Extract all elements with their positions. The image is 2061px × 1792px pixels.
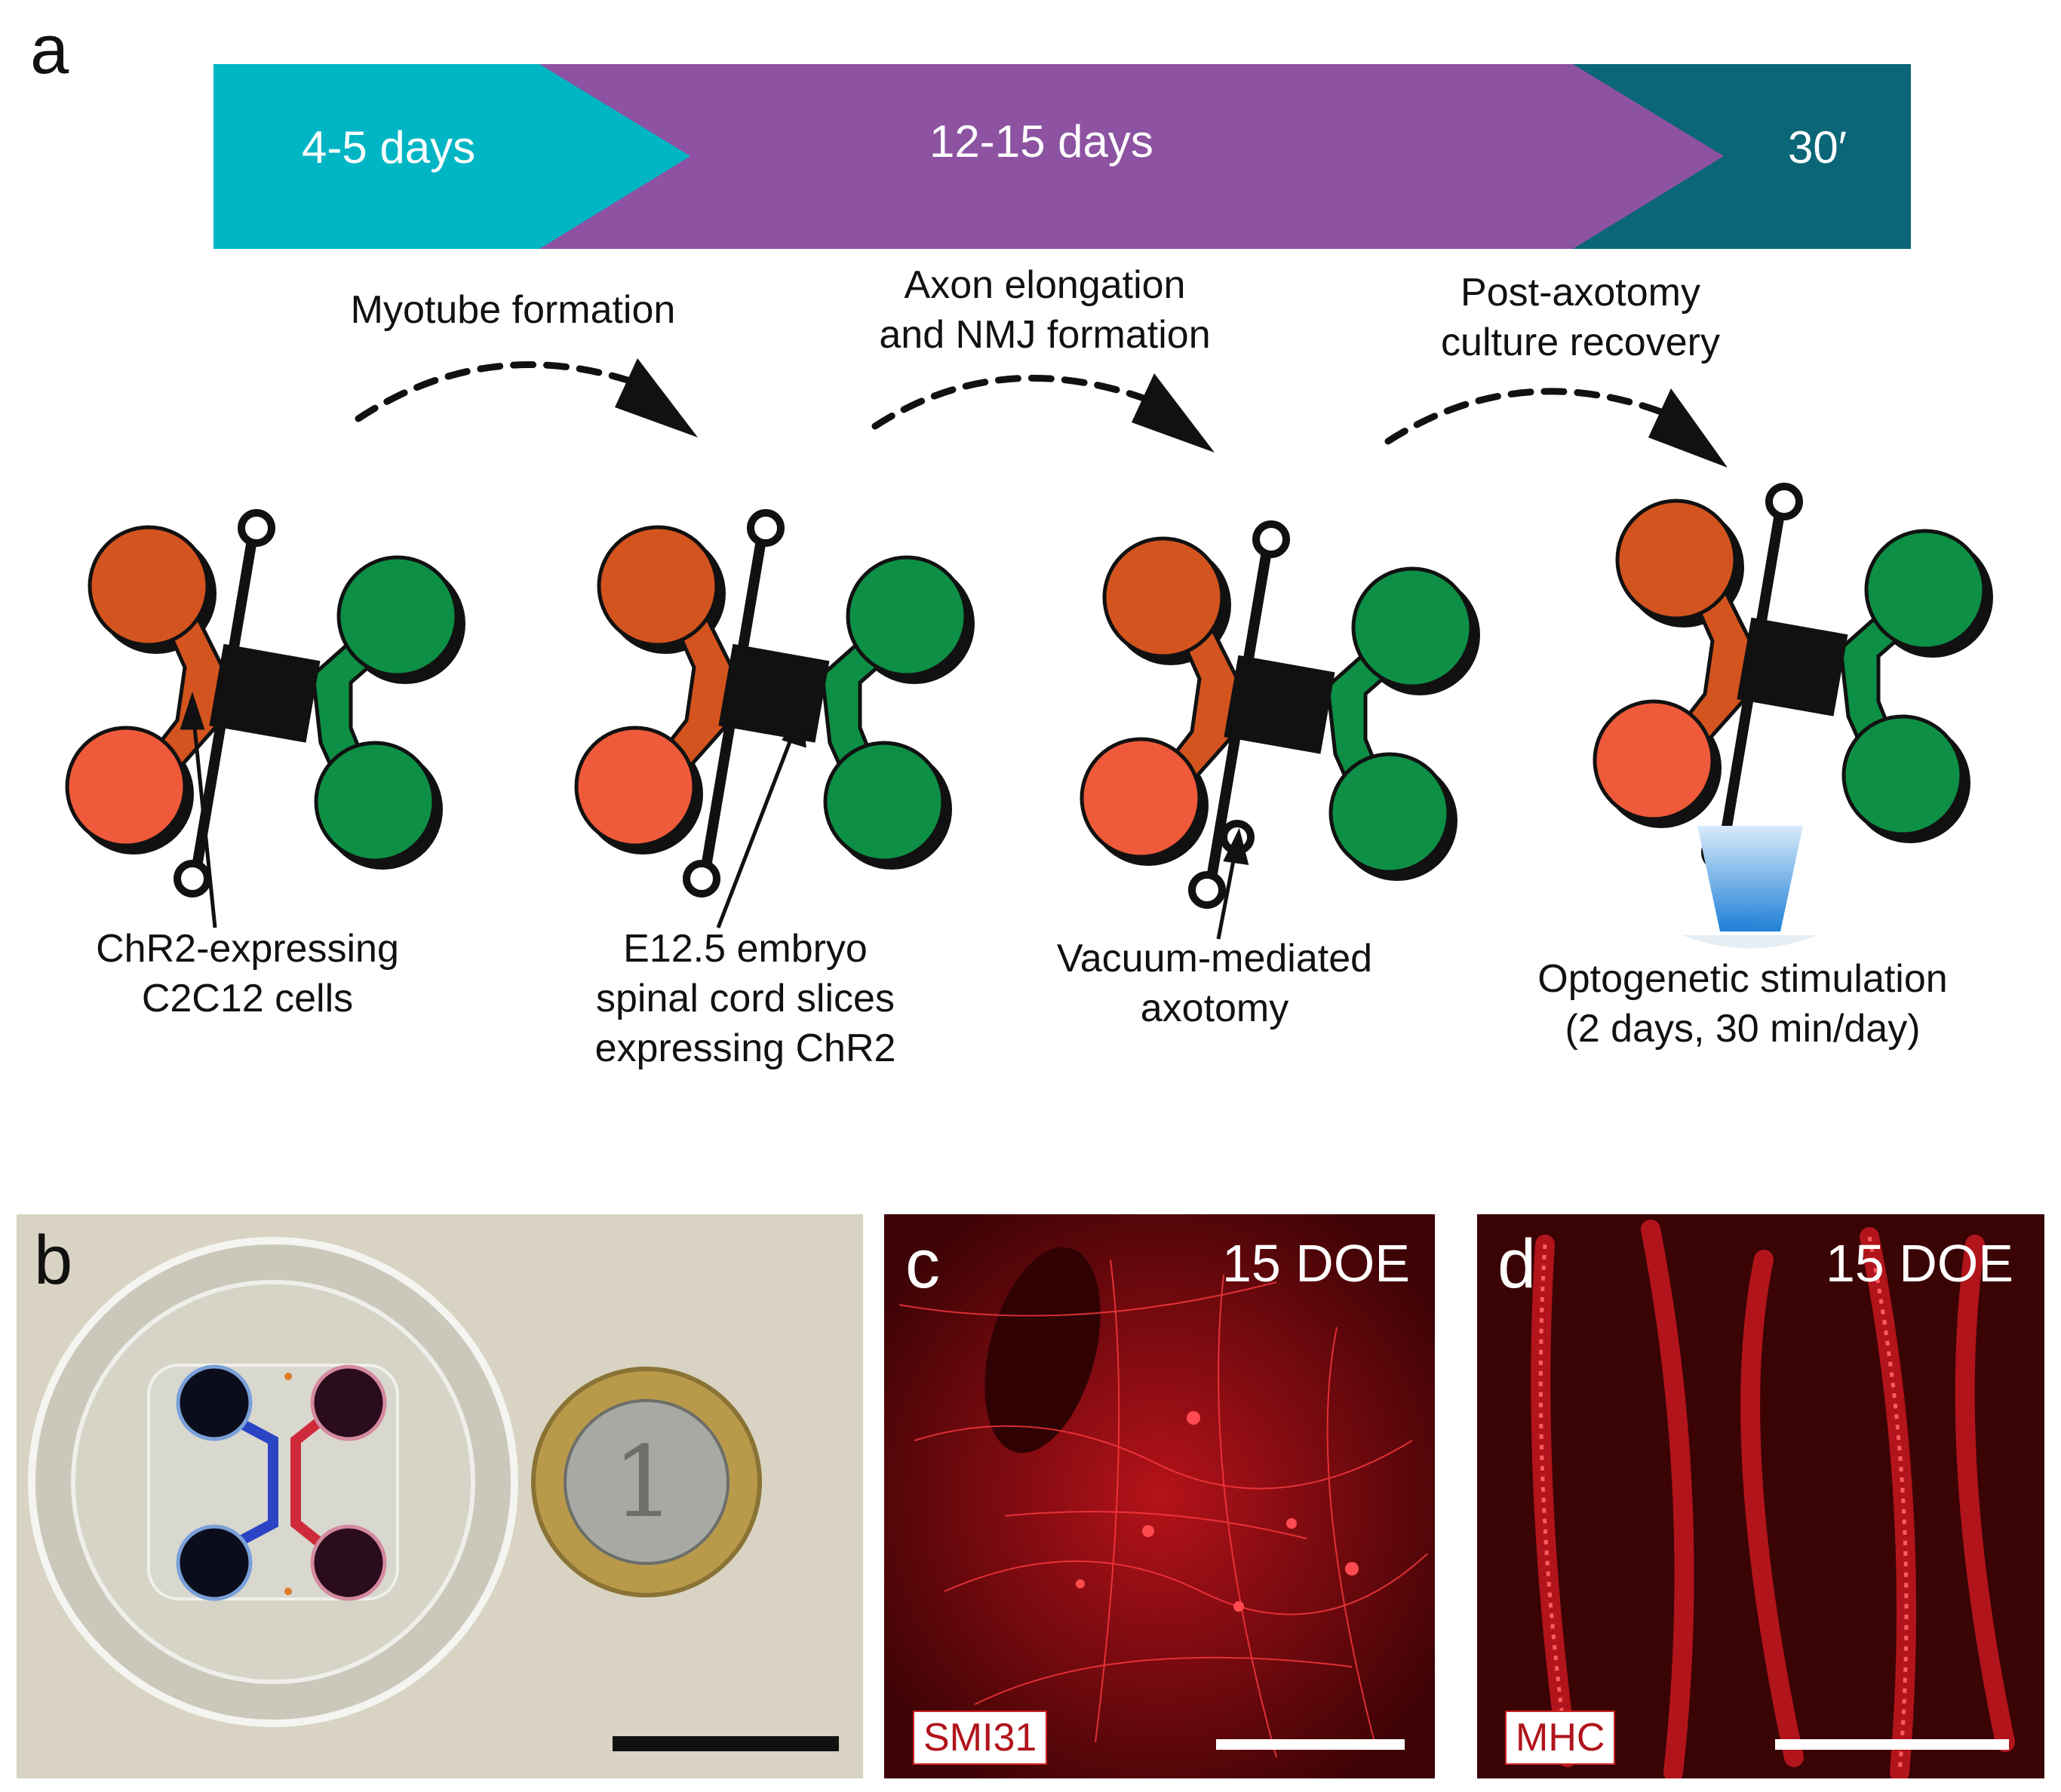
micrograph-mhc bbox=[1477, 1214, 2044, 1778]
device-1 bbox=[67, 513, 465, 894]
step-label-recovery: Post-axotomy culture recovery bbox=[1441, 271, 1720, 364]
doe-label-c: 15 DOE bbox=[1222, 1234, 1410, 1293]
pointer-head-1 bbox=[180, 691, 205, 730]
reservoir-blue-top bbox=[176, 1364, 253, 1441]
micrograph-smi31 bbox=[884, 1214, 1435, 1778]
timeline-segment-dark-teal bbox=[1573, 64, 1911, 249]
light-cone bbox=[1697, 826, 1803, 931]
scale-bar-d bbox=[1775, 1739, 2009, 1750]
pointer-line-1 bbox=[190, 704, 217, 928]
reservoir-red-top bbox=[310, 1364, 387, 1441]
timeline-segment-teal bbox=[213, 64, 690, 249]
arrowhead-2 bbox=[1132, 373, 1215, 453]
stain-label-smi31: SMI31 bbox=[913, 1711, 1048, 1765]
arrowhead-3 bbox=[1648, 388, 1728, 468]
scale-bar-c bbox=[1216, 1739, 1405, 1750]
timeline-label-3: 30′ bbox=[1788, 122, 1847, 173]
device-4 bbox=[1595, 486, 1993, 867]
device-diagrams bbox=[0, 0, 2061, 949]
device-2 bbox=[576, 513, 975, 894]
panel-a-letter: a bbox=[30, 11, 69, 88]
pointer-head-3 bbox=[1223, 827, 1249, 866]
panel-c-letter: c bbox=[905, 1226, 940, 1303]
pointer-head-2 bbox=[782, 707, 806, 748]
dashed-arrow-2 bbox=[871, 374, 1162, 430]
objective-lens bbox=[1682, 935, 1818, 949]
red-channel bbox=[290, 1406, 337, 1558]
caption-spinal-cord: E12.5 embryo spinal cord slices expressi… bbox=[594, 927, 896, 1070]
timeline-label-2: 12-15 days bbox=[929, 116, 1153, 167]
panel-b-letter: b bbox=[34, 1222, 73, 1299]
stain-label-mhc: MHC bbox=[1505, 1711, 1616, 1765]
step-arrows bbox=[355, 358, 1728, 468]
device-3 bbox=[1082, 524, 1480, 905]
caption-axotomy: Vacuum-mediated axotomy bbox=[1056, 937, 1373, 1030]
step-label-myotube: Myotube formation bbox=[350, 288, 676, 332]
caption-optogenetic: Optogenetic stimulation (2 days, 30 min/… bbox=[1537, 957, 1948, 1051]
reservoir-red-bottom bbox=[310, 1524, 387, 1601]
timeline-bar bbox=[213, 64, 1911, 249]
doe-label-d: 15 DOE bbox=[1826, 1234, 2013, 1293]
arrowhead-1 bbox=[615, 358, 698, 437]
panel-d-letter: d bbox=[1497, 1226, 1537, 1303]
pointer-line-2 bbox=[716, 720, 800, 928]
timeline-label-1: 4-5 days bbox=[302, 122, 476, 173]
scale-bar-b bbox=[613, 1736, 839, 1751]
euro-coin-center bbox=[564, 1399, 729, 1565]
caption-chr2-cells: ChR2-expressing C2C12 cells bbox=[96, 927, 399, 1020]
device-photo: 1 bbox=[17, 1214, 863, 1778]
svg-text:1: 1 bbox=[613, 1425, 675, 1539]
reservoir-blue-bottom bbox=[176, 1524, 253, 1601]
dashed-arrow-3 bbox=[1384, 388, 1682, 445]
dashed-arrow-1 bbox=[355, 361, 645, 422]
step-label-axon: Axon elongation and NMJ formation bbox=[879, 263, 1211, 357]
